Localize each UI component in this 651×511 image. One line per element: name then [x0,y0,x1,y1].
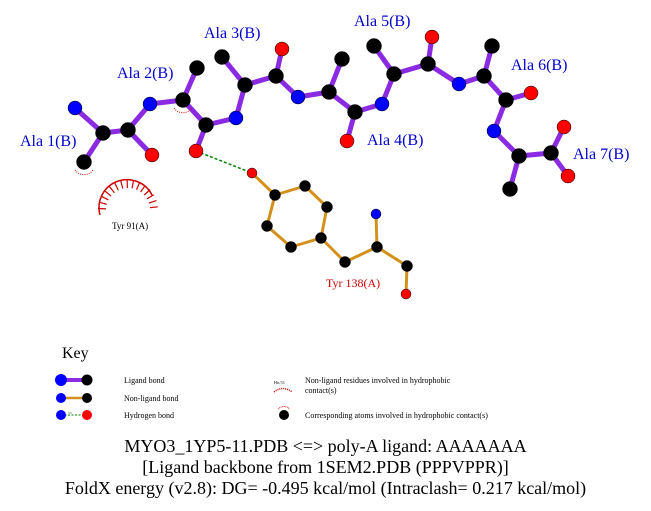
svg-text:contact(s): contact(s) [305,386,337,395]
hydrophobic-spoke [148,199,157,204]
carbon-atom [401,260,413,272]
nitrogen-atom [370,208,382,220]
svg-text:Hydrogen bond: Hydrogen bond [124,411,174,420]
carbon-atom [237,77,253,93]
carbon-atom [371,241,383,253]
carbon-atom [175,92,191,108]
carbon-atom [339,256,351,268]
label-ala5: Ala 5(B) [354,13,410,30]
nitrogen-atom [374,96,390,112]
carbon-atom [511,148,527,164]
svg-text:His 53: His 53 [274,380,285,385]
carbon-atom [502,181,518,197]
hydrophobic-spoke [149,206,158,209]
carbon-atom [386,66,402,82]
carbon-atom [268,68,284,84]
svg-text:Ligand bond: Ligand bond [124,376,165,385]
carbon-atom [366,38,382,54]
carbon-atom [214,49,230,65]
carbon-atom [189,60,205,76]
carbon-atom [315,232,327,244]
oxygen-atom [188,143,204,159]
oxygen-atom [400,288,412,300]
carbon-atom [299,180,311,192]
key-hydrogen-bond: 3.0 Hydrogen bond [56,410,174,420]
carbon-atom [334,51,350,67]
carbon-atom [420,56,436,72]
oxygen-atom [274,41,290,57]
svg-text:Non-ligand residues involved i: Non-ligand residues involved in hydropho… [305,376,451,385]
carbon-atom [285,241,297,253]
oxygen-atom [560,168,576,184]
key-non-ligand-bond: Non-ligand bond [56,393,178,403]
carbon-atom [498,92,514,108]
label-ala3: Ala 3(B) [204,25,260,42]
label-ala7: Ala 7(B) [573,146,629,163]
nitrogen-atom [142,96,158,112]
carbon-atom [321,201,333,213]
nitrogen-atom [228,110,244,126]
key-ligand-bond: Ligand bond [55,374,165,386]
label-tyr138: Tyr 138(A) [326,276,380,290]
carbon-atom [269,189,281,201]
carbon-atom [120,122,136,138]
carbon-atom [476,68,492,84]
key-title: Key [62,345,89,362]
hydrophobic-spoke [104,190,112,197]
hydrophobic-spoke [114,182,119,191]
carbon-atom [198,117,214,133]
carbon-atom [347,104,363,120]
nitrogen-atom [290,89,306,105]
oxygen-atom [246,167,258,179]
oxygen-atom [556,119,572,135]
label-ala2: Ala 2(B) [117,65,173,82]
carbon-atom [543,145,559,161]
svg-text:3.0: 3.0 [68,411,72,415]
nitrogen-atom [451,76,467,92]
label-ala6: Ala 6(B) [511,57,567,74]
hydrophobic-spoke [108,186,115,194]
hydrophobic-spoke [98,201,107,205]
nitrogen-atom [486,123,502,139]
nitrogen-atom [67,100,83,116]
caption-line-1: MYO3_1YP5-11.PDB <=> poly-A ligand: AAAA… [124,436,527,456]
hydrogen-bond [195,150,253,174]
hydrophobic-spoke [101,195,109,201]
molecule-diagram [67,29,576,300]
hydrophobic-spoke [131,180,135,189]
hydrophobic-arc-tyr91 [98,178,153,216]
non-ligand-bond [376,245,408,268]
caption-line-2: [Ligand backbone from 1SEM2.PDB (PPPVPPR… [142,457,509,477]
key-hydrophobic-residue: His 53 Non-ligand residues involved in h… [273,376,451,395]
carbon-atom [484,38,500,54]
key-hydrophobic-atom: Corresponding atoms involved in hydropho… [277,406,488,420]
svg-text:Non-ligand bond: Non-ligand bond [124,394,178,403]
oxygen-atom [339,133,355,149]
label-ala4: Ala 4(B) [367,132,423,149]
carbon-atom [261,220,273,232]
hydrophobic-spoke [120,180,124,189]
label-ala1: Ala 1(B) [20,133,76,150]
caption-line-3: FoldX energy (v2.8): DG= -0.495 kcal/mol… [64,478,587,498]
non-ligand-bond [344,245,378,264]
oxygen-atom [424,29,440,45]
hydrophobic-spoke [146,194,155,200]
oxygen-atom [144,147,160,163]
oxygen-atom [523,85,539,101]
svg-text:Corresponding atoms involved i: Corresponding atoms involved in hydropho… [305,411,488,420]
carbon-atom [95,125,111,141]
hydrophobic-spoke [135,182,141,190]
carbon-atom [76,154,92,170]
label-tyr91: Tyr 91(A) [112,221,148,231]
carbon-atom [321,84,337,100]
